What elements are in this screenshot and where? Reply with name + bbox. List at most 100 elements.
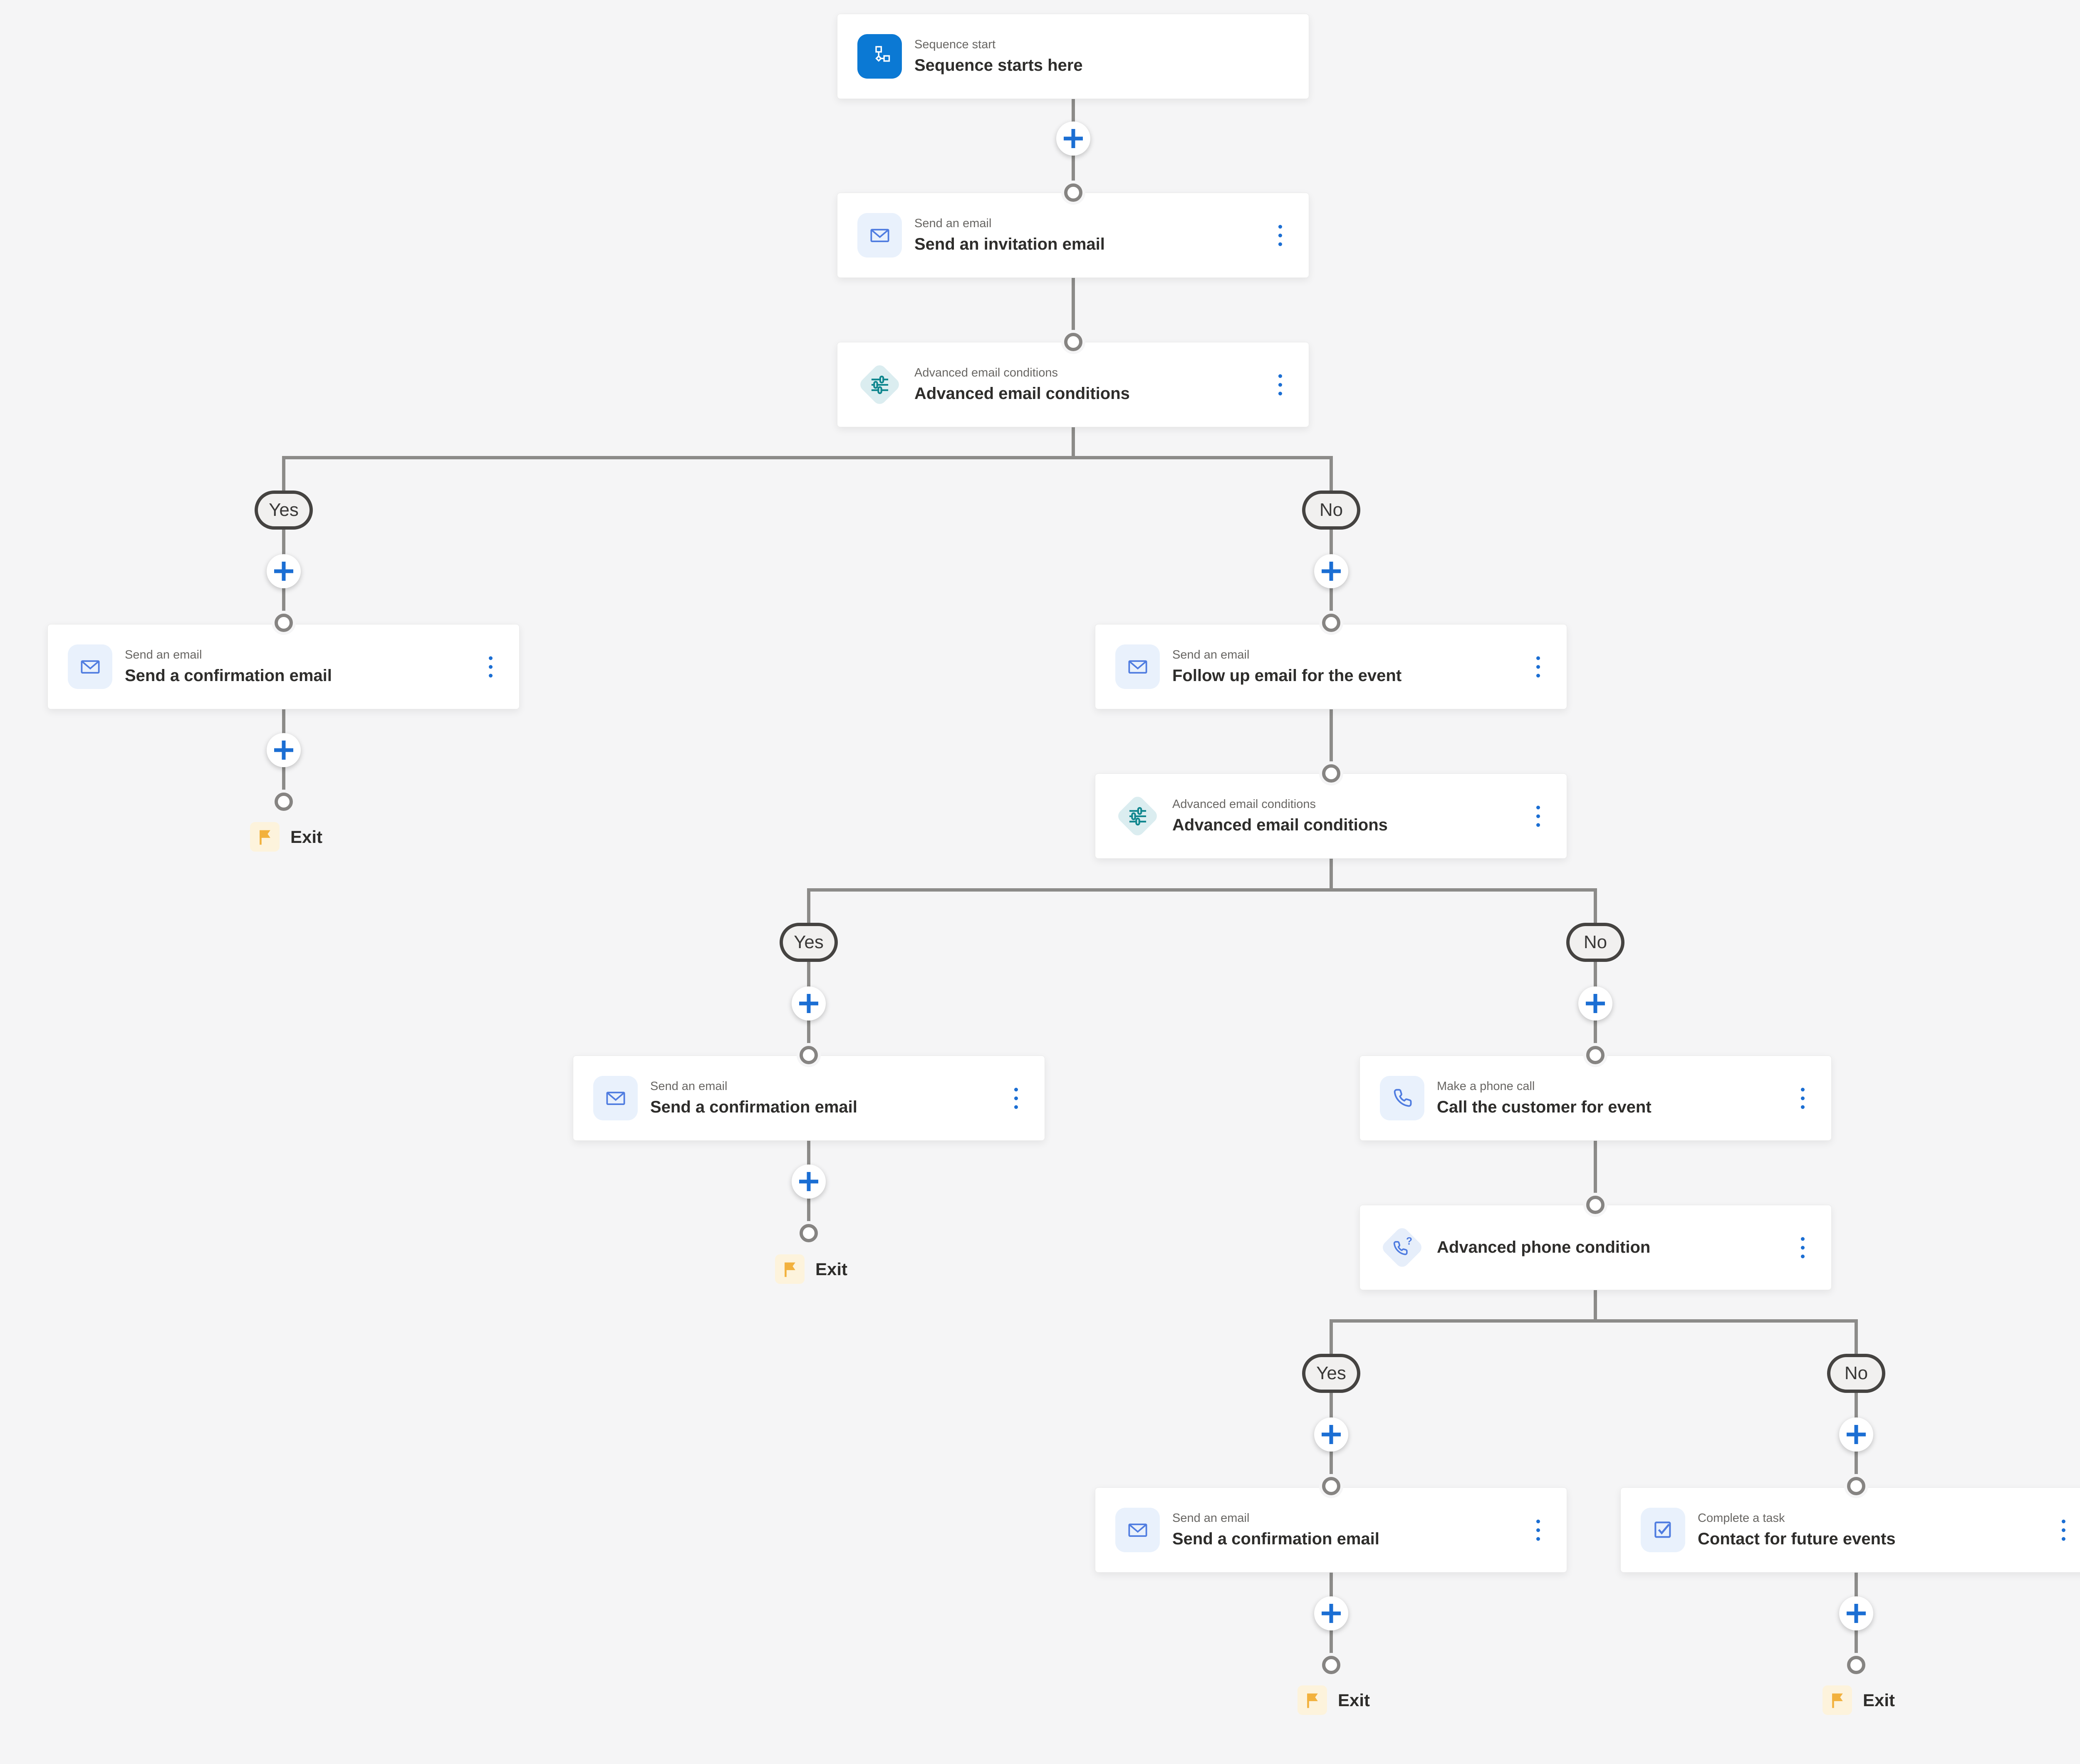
add-step-button plus-icon[interactable] — [1314, 1596, 1348, 1630]
step-title: Advanced email conditions — [1172, 815, 1388, 834]
connector-line — [1594, 1141, 1597, 1207]
connector-dot — [1322, 614, 1340, 632]
step-card-advanced-email-conditions-1[interactable]: Advanced email conditions Advanced email… — [837, 342, 1309, 427]
step-title: Send a confirmation email — [1172, 1529, 1379, 1548]
add-step-button plus-icon[interactable] — [267, 554, 301, 588]
more-options-button[interactable] — [485, 653, 496, 681]
email-icon — [593, 1076, 638, 1120]
add-step-button plus-icon[interactable] — [792, 1164, 826, 1199]
more-options-button[interactable] — [1798, 1234, 1808, 1261]
email-icon — [1115, 1508, 1160, 1552]
step-title: Send a confirmation email — [125, 666, 332, 685]
step-card-send-confirmation-email-2[interactable]: Send an email Send a confirmation email — [573, 1055, 1045, 1141]
connector-line — [1594, 1290, 1597, 1323]
flag-icon — [1822, 1685, 1852, 1715]
more-options-button[interactable] — [1533, 653, 1543, 681]
add-step-button plus-icon[interactable] — [1314, 1417, 1348, 1452]
connector-dot — [1322, 764, 1340, 783]
step-title: Advanced phone condition — [1437, 1238, 1651, 1256]
step-label: Send an email — [914, 216, 992, 230]
branch-label-yes: Yes — [1302, 1354, 1360, 1393]
step-title: Call the customer for event — [1437, 1098, 1652, 1116]
step-label: Make a phone call — [1437, 1079, 1535, 1093]
branch-label-no: No — [1302, 491, 1360, 530]
add-step-button plus-icon[interactable] — [1839, 1417, 1873, 1452]
more-options-button[interactable] — [1798, 1084, 1808, 1112]
more-options-button[interactable] — [1275, 221, 1285, 249]
step-title: Send an invitation email — [914, 235, 1105, 253]
exit-label: Exit — [1338, 1690, 1370, 1710]
exit-marker: Exit — [775, 1254, 847, 1284]
step-card-follow-up-email[interactable]: Send an email Follow up email for the ev… — [1095, 624, 1567, 709]
phone-icon — [1380, 1076, 1424, 1120]
add-step-button plus-icon[interactable] — [792, 986, 826, 1021]
email-icon — [68, 644, 112, 689]
connector-dot — [1586, 1046, 1605, 1064]
connector-line — [1330, 709, 1333, 775]
step-label: Advanced email conditions — [914, 366, 1058, 379]
step-label: Complete a task — [1698, 1511, 1785, 1525]
connector-dot — [800, 1224, 818, 1242]
connector-dot — [1064, 333, 1082, 351]
step-label: Send an email — [1172, 1511, 1250, 1525]
more-options-button[interactable] — [2058, 1516, 2069, 1544]
step-title: Sequence starts here — [914, 56, 1083, 74]
exit-marker: Exit — [1822, 1685, 1895, 1715]
step-title: Send a confirmation email — [650, 1098, 857, 1116]
branch-label-yes: Yes — [780, 923, 838, 962]
connector-dot — [275, 614, 293, 632]
connector-dot — [800, 1046, 818, 1064]
connector-dot — [1586, 1196, 1605, 1214]
add-step-button plus-icon[interactable] — [1314, 554, 1348, 588]
connector-line — [1072, 427, 1075, 459]
step-card-sequence-start[interactable]: Sequence start Sequence starts here — [837, 14, 1309, 99]
exit-label: Exit — [1863, 1690, 1895, 1710]
connector-dot — [1322, 1656, 1340, 1674]
connector-dot — [1847, 1656, 1865, 1674]
step-label: Send an email — [125, 648, 202, 662]
phone-question-icon: ? — [1380, 1225, 1424, 1270]
step-card-send-confirmation-email-3[interactable]: Send an email Send a confirmation email — [1095, 1487, 1567, 1573]
task-checkbox-icon — [1641, 1508, 1685, 1552]
sequence-start-icon — [857, 34, 902, 79]
more-options-button[interactable] — [1533, 802, 1543, 830]
branch-label-no: No — [1827, 1354, 1885, 1393]
exit-label: Exit — [290, 827, 323, 847]
branch-line-horizontal — [1330, 1319, 1858, 1323]
more-options-button[interactable] — [1533, 1516, 1543, 1544]
add-step-button plus-icon[interactable] — [267, 733, 301, 767]
step-card-complete-task[interactable]: Complete a task Contact for future event… — [1620, 1487, 2080, 1573]
exit-label: Exit — [815, 1259, 848, 1279]
conditions-sliders-icon — [857, 362, 902, 407]
more-options-button[interactable] — [1275, 371, 1285, 399]
step-card-advanced-phone-condition[interactable]: ? Advanced phone condition — [1359, 1205, 1832, 1290]
add-step-button plus-icon[interactable] — [1056, 121, 1090, 156]
step-title: Advanced email conditions — [914, 384, 1130, 403]
exit-marker: Exit — [1298, 1685, 1370, 1715]
flag-icon — [250, 822, 280, 852]
connector-dot — [1322, 1477, 1340, 1495]
step-title: Contact for future events — [1698, 1529, 1896, 1548]
step-card-send-invitation-email[interactable]: Send an email Send an invitation email — [837, 193, 1309, 278]
conditions-sliders-icon — [1115, 794, 1160, 838]
connector-dot — [275, 793, 293, 811]
more-options-button[interactable] — [1011, 1084, 1021, 1112]
branch-line-horizontal — [282, 456, 1333, 459]
step-card-advanced-email-conditions-2[interactable]: Advanced email conditions Advanced email… — [1095, 773, 1567, 859]
branch-line-horizontal — [807, 888, 1597, 892]
step-card-make-phone-call[interactable]: Make a phone call Call the customer for … — [1359, 1055, 1832, 1141]
connector-line — [1594, 890, 1597, 1057]
step-title: Follow up email for the event — [1172, 666, 1402, 685]
branch-label-yes: Yes — [255, 491, 313, 530]
step-label: Sequence start — [914, 37, 996, 51]
step-label: Send an email — [1172, 648, 1250, 662]
add-step-button plus-icon[interactable] — [1839, 1596, 1873, 1630]
svg-text:?: ? — [1406, 1236, 1412, 1247]
email-icon — [857, 213, 902, 258]
email-icon — [1115, 644, 1160, 689]
flag-icon — [1298, 1685, 1327, 1715]
add-step-button plus-icon[interactable] — [1578, 986, 1612, 1021]
step-card-send-confirmation-email-1[interactable]: Send an email Send a confirmation email — [47, 624, 520, 709]
branch-label-no: No — [1566, 923, 1624, 962]
connector-line — [1330, 859, 1333, 892]
